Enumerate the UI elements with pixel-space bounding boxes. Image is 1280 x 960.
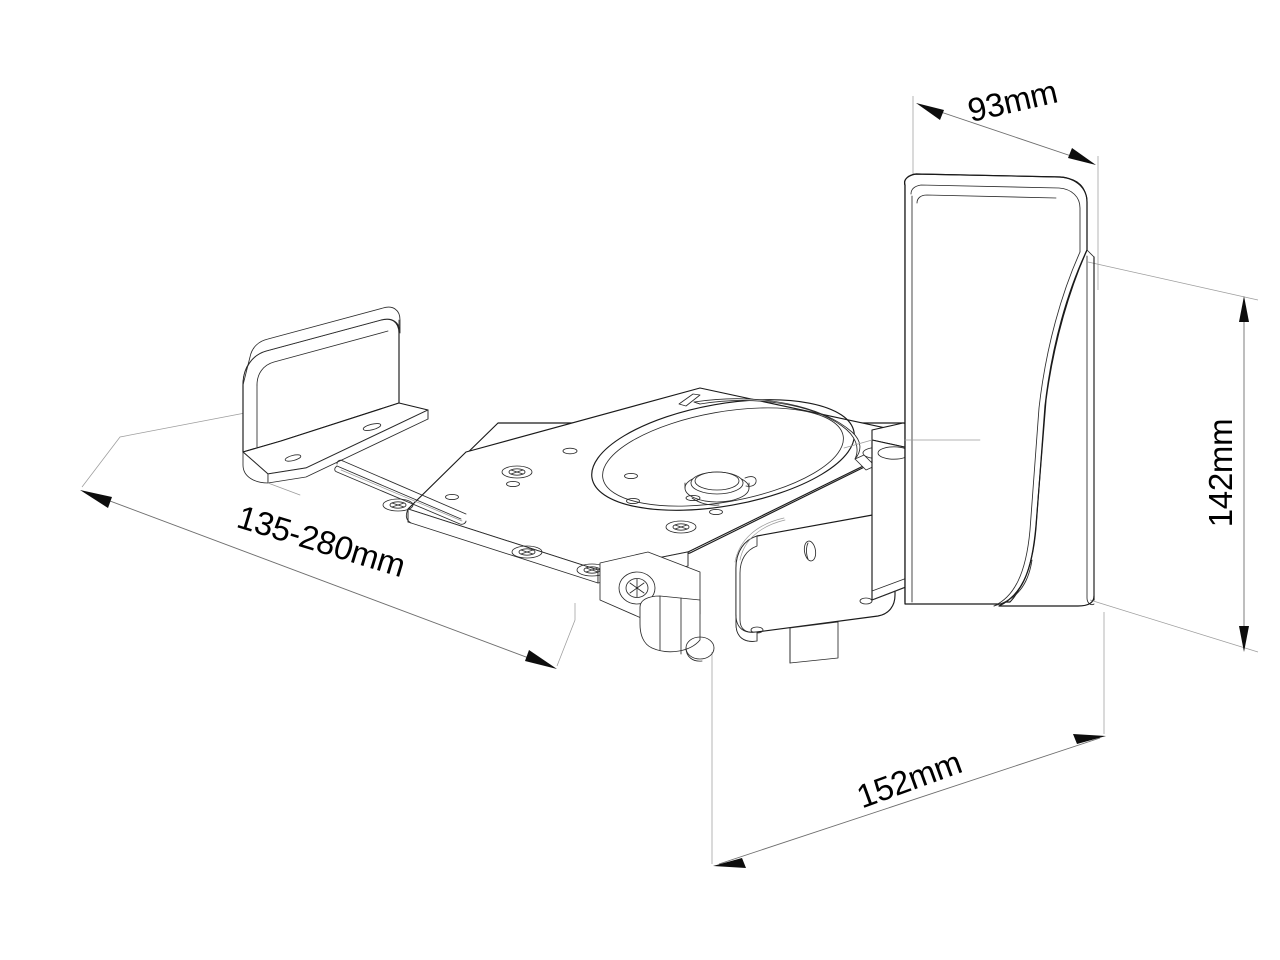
turntable [591,393,876,511]
wall-plate [903,173,1095,607]
adjustment-screw [599,551,715,662]
dimension-label-142mm: 142mm [1202,419,1239,528]
front-clamp [734,513,896,664]
left-bracket [242,306,429,496]
dimension-142mm: 142mm [1202,296,1249,652]
extension-lines-group [81,96,1259,864]
